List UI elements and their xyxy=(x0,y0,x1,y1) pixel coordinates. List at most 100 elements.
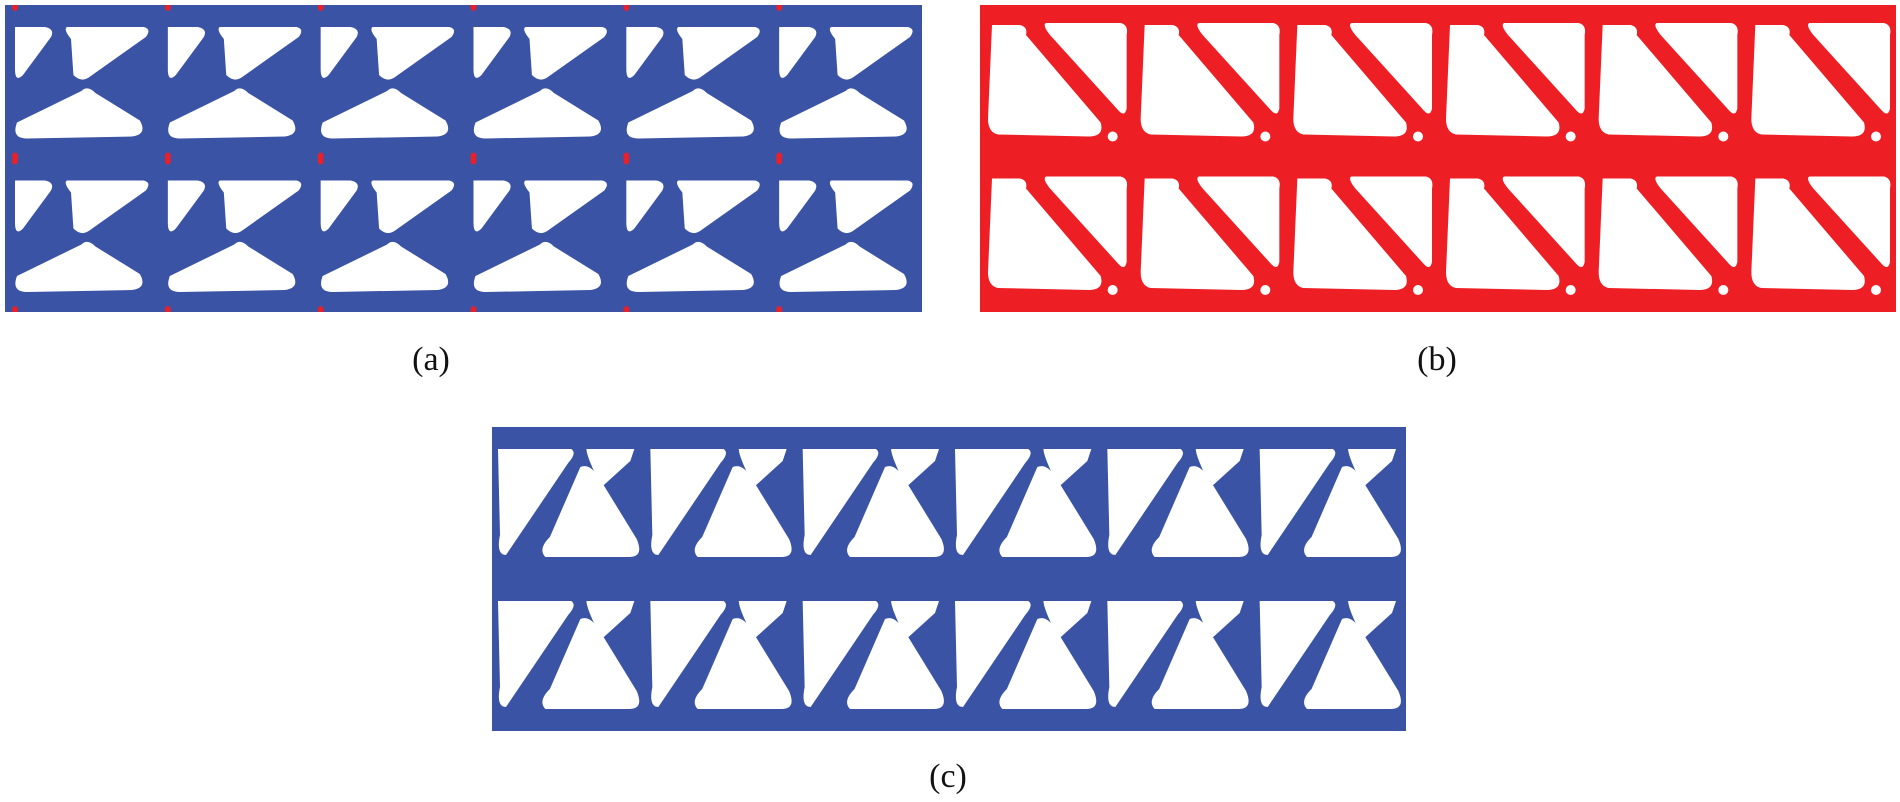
void-region xyxy=(1350,176,1433,267)
marker-dot xyxy=(776,156,783,165)
void-region xyxy=(371,180,455,234)
pin-hole xyxy=(1565,131,1576,142)
void-region xyxy=(218,180,302,234)
pin-hole xyxy=(1260,131,1271,142)
void-region xyxy=(694,466,792,557)
marker-dot xyxy=(164,306,171,312)
void-region xyxy=(1655,23,1738,114)
pin-hole xyxy=(1565,285,1576,295)
void-region xyxy=(999,466,1097,557)
void-region xyxy=(168,241,296,292)
void-region xyxy=(988,178,1102,290)
void-region xyxy=(1751,25,1865,137)
pin-hole xyxy=(1871,131,1881,142)
pin-hole xyxy=(1107,131,1118,142)
void-region xyxy=(988,25,1102,137)
marker-dot xyxy=(776,306,783,312)
marker-dot xyxy=(623,306,630,312)
void-region xyxy=(1107,601,1183,707)
marker-dot xyxy=(12,306,18,312)
void-region xyxy=(15,27,53,78)
void-region xyxy=(1808,176,1891,267)
void-region xyxy=(218,27,302,80)
marker-dot xyxy=(623,156,630,165)
void-region xyxy=(1446,178,1560,290)
void-region xyxy=(779,180,817,232)
void-region xyxy=(650,449,726,555)
void-region xyxy=(1808,23,1891,114)
solid-material xyxy=(5,5,922,312)
void-region xyxy=(999,618,1097,709)
void-region xyxy=(524,27,607,80)
void-region xyxy=(1044,176,1128,267)
void-region xyxy=(15,180,53,232)
void-region xyxy=(626,241,754,292)
void-region xyxy=(1197,176,1280,267)
solid-material xyxy=(492,427,1406,731)
void-region xyxy=(15,241,143,292)
void-region xyxy=(847,466,944,557)
void-region xyxy=(1293,178,1407,290)
void-region xyxy=(955,449,1031,555)
marker-dot xyxy=(12,156,18,165)
void-region xyxy=(1293,25,1407,137)
panel-b-structure xyxy=(980,5,1896,312)
void-region xyxy=(1107,449,1183,555)
void-region xyxy=(1655,176,1738,267)
pin-hole xyxy=(1107,285,1118,295)
void-region xyxy=(498,601,574,707)
void-region xyxy=(524,180,607,234)
void-region xyxy=(65,27,149,80)
solid-material xyxy=(980,5,1896,312)
void-region xyxy=(167,180,205,232)
void-region xyxy=(473,88,601,139)
void-region xyxy=(1502,176,1586,267)
void-region xyxy=(694,618,792,709)
void-region xyxy=(1350,23,1433,114)
void-region xyxy=(955,601,1031,707)
void-region xyxy=(320,27,358,78)
void-region xyxy=(779,88,907,139)
void-region xyxy=(1751,178,1865,290)
void-region xyxy=(65,180,149,234)
void-region xyxy=(1140,25,1255,137)
void-region xyxy=(779,241,907,292)
void-region xyxy=(1151,466,1249,557)
panel-c-structure xyxy=(492,427,1406,731)
caption-a: (a) xyxy=(412,341,450,378)
void-region xyxy=(1151,618,1249,709)
void-region xyxy=(320,180,358,232)
void-region xyxy=(473,27,511,78)
void-region xyxy=(802,601,879,707)
marker-dot xyxy=(776,5,783,11)
marker-dot xyxy=(470,156,477,165)
void-region xyxy=(1044,23,1128,114)
pin-hole xyxy=(1718,285,1729,295)
marker-dot xyxy=(470,306,477,312)
caption-b: (b) xyxy=(1417,341,1457,378)
void-region xyxy=(626,180,664,232)
void-region xyxy=(542,466,640,557)
void-region xyxy=(498,449,574,555)
void-region xyxy=(677,27,760,80)
pin-hole xyxy=(1718,131,1729,142)
panel-a-topology xyxy=(5,5,922,312)
void-region xyxy=(321,241,449,292)
void-region xyxy=(626,27,664,78)
void-region xyxy=(847,618,944,709)
void-region xyxy=(1304,618,1401,709)
marker-dot xyxy=(164,156,171,165)
void-region xyxy=(1304,466,1401,557)
void-region xyxy=(650,601,726,707)
caption-c: (c) xyxy=(929,758,967,795)
void-region xyxy=(167,27,205,78)
void-region xyxy=(1598,25,1713,137)
void-region xyxy=(1502,23,1586,114)
panel-b-topology xyxy=(980,5,1896,312)
marker-dot xyxy=(12,5,18,11)
void-region xyxy=(1197,23,1280,114)
void-region xyxy=(15,88,143,139)
marker-dot xyxy=(317,156,324,165)
panel-a-structure xyxy=(5,5,922,312)
void-region xyxy=(779,27,817,78)
